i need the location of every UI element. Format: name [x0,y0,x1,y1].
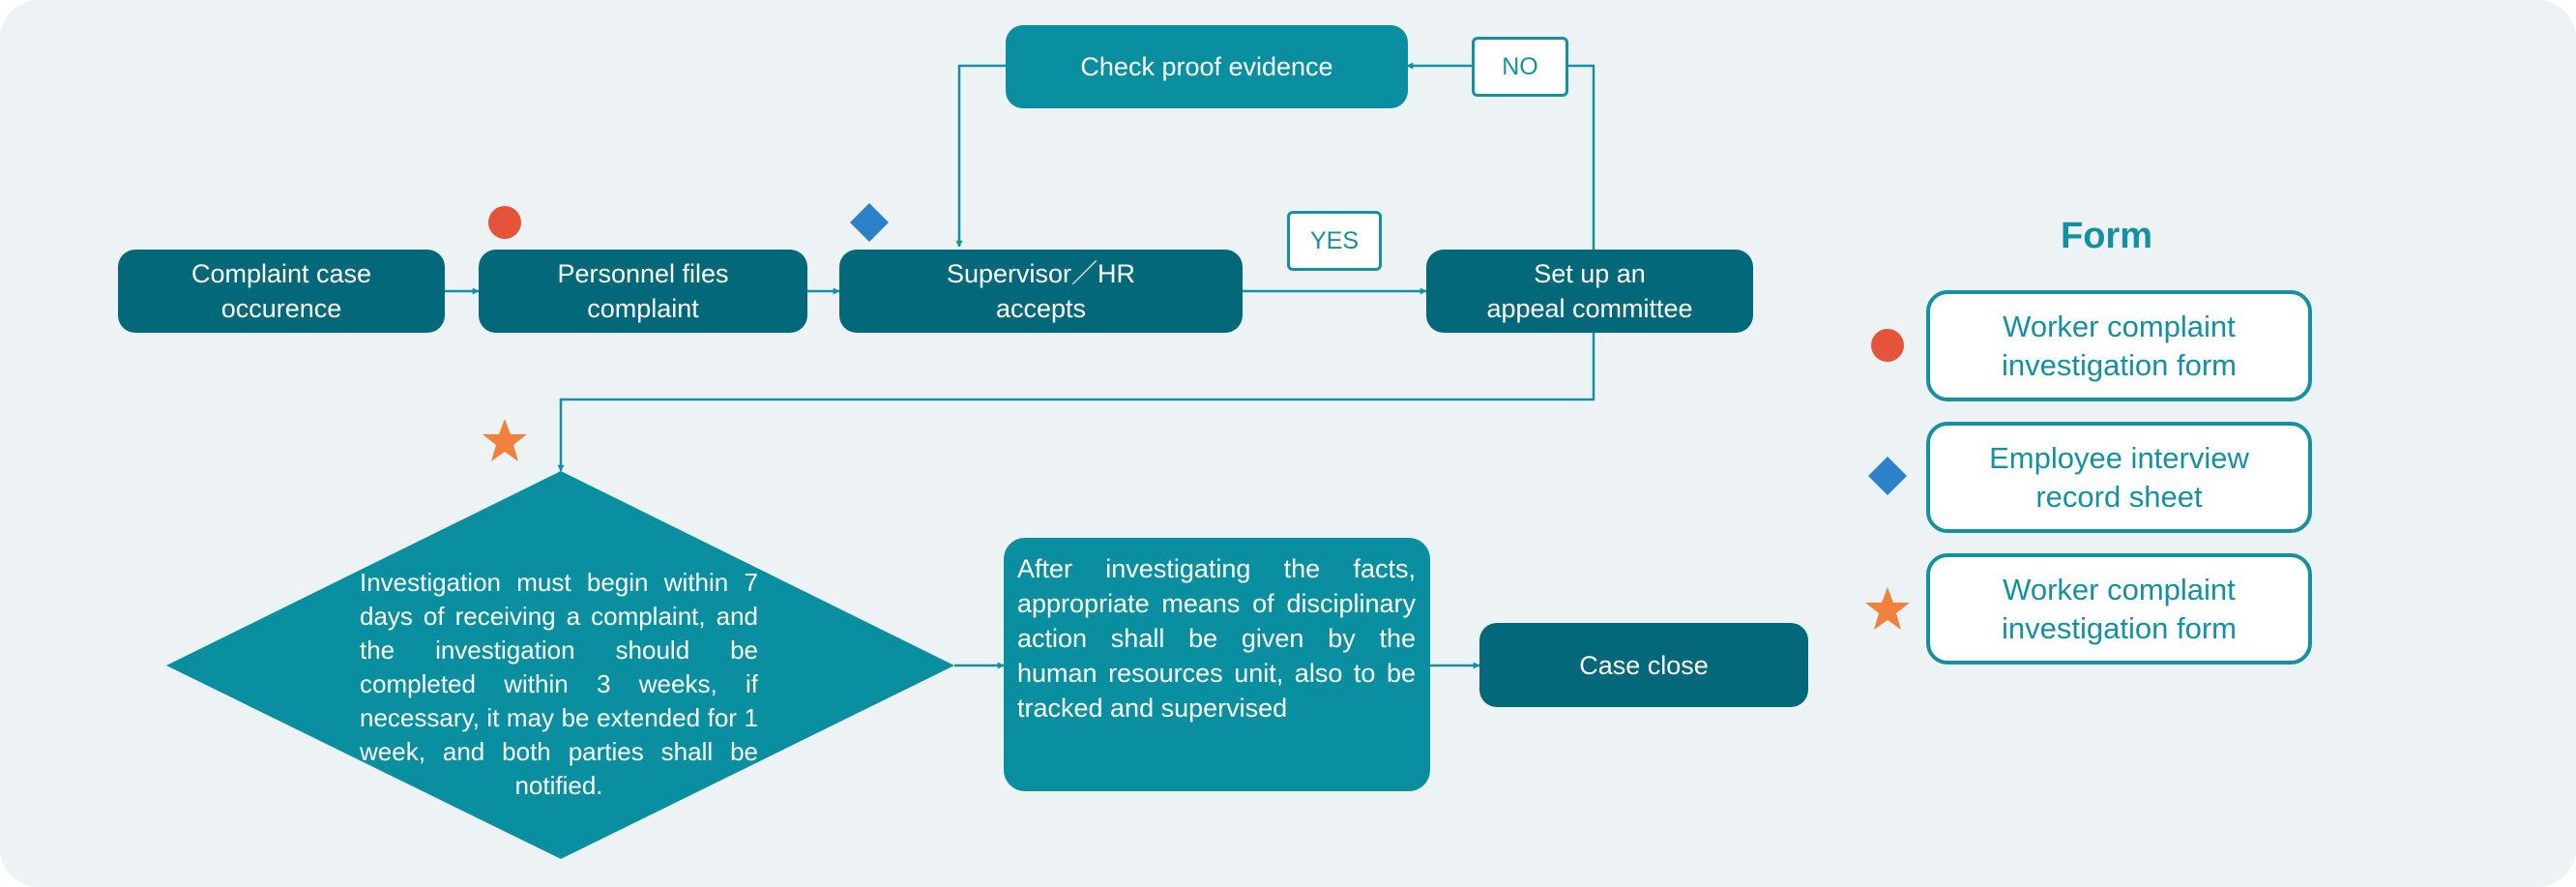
case-close-box: Case close [1479,623,1808,707]
legend-circle-icon [1871,329,1904,362]
disciplinary-action-text: After investigating the facts, appropria… [1017,554,1416,723]
check-evidence-box: Check proof evidence [1006,25,1408,108]
diamond-icon [850,203,889,242]
arrow-evidence-to-supervisor [955,64,1006,248]
legend-title: Form [2061,216,2152,256]
legend-item-employee-interview-sheet: Employee interview record sheet [1926,422,2312,533]
arrow-committee-to-evidence [1406,62,1595,250]
yes-label: YES [1287,211,1382,271]
legend-star-icon [1865,587,1910,630]
investigation-rule-text: Investigation must begin within 7 days o… [360,568,758,800]
star-icon [483,419,527,461]
personnel-files-box: Personnel files complaint [479,250,807,333]
circle-icon [488,206,521,239]
legend-item-worker-complaint-form-2: Worker complaint investigation form [1926,553,2312,665]
disciplinary-action-box: After investigating the facts, appropria… [1004,538,1430,791]
legend-item-worker-complaint-form: Worker complaint investigation form [1926,290,2312,401]
no-label: NO [1472,37,1568,97]
supervisor-accepts-box: Supervisor／HR accepts [839,250,1243,333]
investigation-diamond [166,471,954,859]
arrow-committee-to-investigation [557,332,1595,472]
complaint-case-box: Complaint case occurence [118,250,445,333]
legend-diamond-icon [1868,457,1907,495]
appeal-committee-box: Set up an appeal committee [1426,250,1753,333]
